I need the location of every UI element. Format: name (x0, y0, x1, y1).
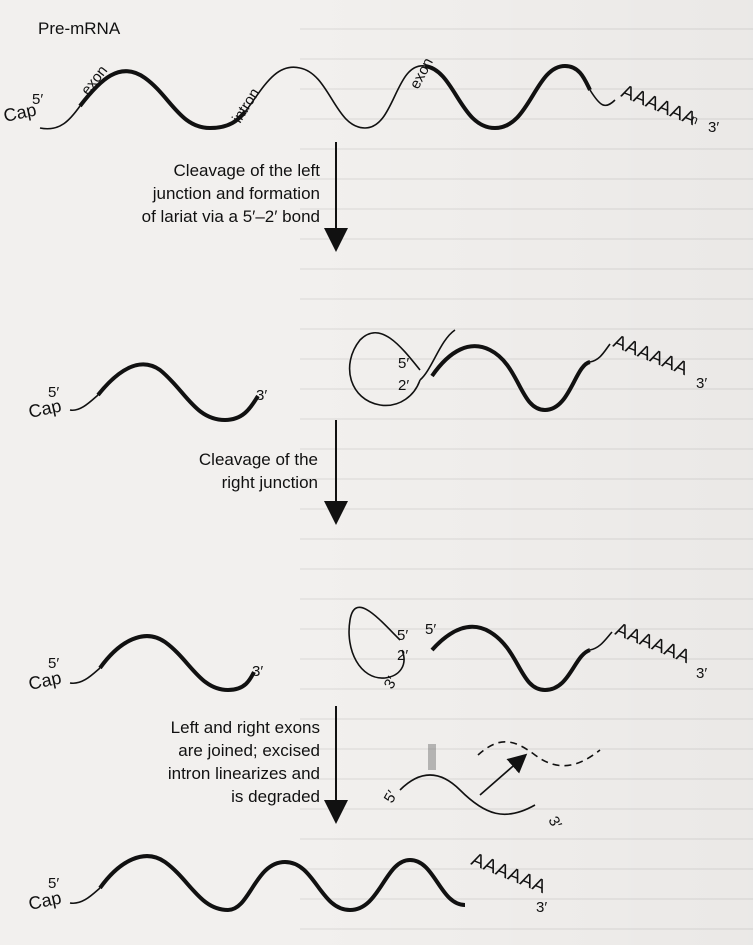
right-exon-2 (430, 344, 591, 413)
poly-a-n-label: n (689, 112, 700, 127)
three-prime-label-2b: 3′ (696, 375, 707, 392)
step-1-line-1: Cleavage of the left (174, 161, 321, 180)
three-prime-label-2: 3′ (256, 387, 267, 404)
left-exon-3 (98, 634, 256, 693)
linear-intron (399, 774, 536, 816)
intron-label: intron (229, 85, 263, 126)
step-2-line-2: right junction (222, 473, 318, 492)
five-prime-label-4: 5′ (48, 875, 59, 892)
lariat-five-prime: 5′ (398, 355, 409, 372)
poly-a-tail-3: AAAAAA (612, 619, 693, 668)
three-prime-label-3: 3′ (252, 663, 263, 680)
degraded-intron-three-prime: 3′ (545, 814, 565, 832)
left-exon-1 (78, 69, 247, 131)
free-lariat-two-prime: 2′ (397, 647, 408, 664)
step-1-line-3: of lariat via a 5′–2′ bond (142, 207, 320, 226)
five-prime-label-1: 5′ (32, 91, 43, 108)
lariat-two-prime: 2′ (398, 377, 409, 394)
trailer-3prime-3 (589, 631, 613, 651)
step-3-line-4: is degraded (231, 787, 320, 806)
leader-5prime-3 (69, 667, 101, 685)
intron-1 (244, 65, 426, 129)
step-1-line-2: junction and formation (152, 184, 320, 203)
step-2-line-1: Cleavage of the (199, 450, 318, 469)
right-exon-1 (424, 63, 592, 131)
poly-a-tail-2: AAAAAA (610, 331, 691, 380)
left-exon-2 (96, 362, 260, 423)
spliced-exons (98, 854, 466, 913)
free-lariat (348, 606, 405, 679)
scan-smudge (428, 744, 436, 770)
degraded-intron-five-prime: 5′ (381, 788, 401, 806)
step-3-line-1: Left and right exons (171, 718, 320, 737)
leader-5prime-2 (69, 394, 99, 412)
degraded-fragments (477, 741, 601, 767)
lariat-intron (348, 332, 421, 407)
degradation-arrow (479, 753, 528, 796)
three-prime-label-3b: 3′ (696, 665, 707, 682)
step-3-line-3: intron linearizes and (168, 764, 320, 783)
three-prime-label-4: 3′ (536, 899, 547, 916)
trailer-3prime-2 (589, 343, 611, 363)
leader-5prime-4 (69, 887, 101, 905)
background-page-texture (300, 0, 753, 945)
step-3-line-2: are joined; excised (178, 741, 320, 760)
pre-mrna-title: Pre-mRNA (38, 19, 121, 38)
exon-label-right: exon (407, 55, 437, 92)
poly-a-tail-4: AAAAAA (468, 849, 549, 898)
five-prime-label-3: 5′ (48, 655, 59, 672)
trailer-3prime-1 (589, 89, 616, 107)
five-prime-label-2: 5′ (48, 384, 59, 401)
three-prime-label-1: 3′ (708, 119, 719, 136)
free-lariat-five-prime: 5′ (397, 627, 408, 644)
branch-to-exon-2 (419, 329, 456, 381)
poly-a-tail-1: AAAAAA (618, 81, 699, 130)
leader-5prime-1 (39, 105, 81, 130)
right-exon-3 (430, 624, 591, 693)
right-exon-five-prime-3: 5′ (425, 621, 436, 638)
